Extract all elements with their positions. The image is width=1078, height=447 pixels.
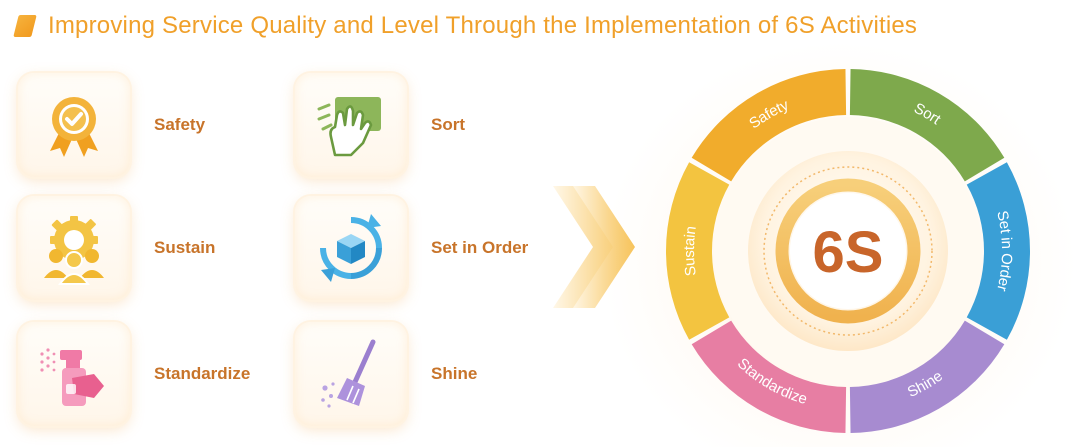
team-gear-icon [44,216,104,285]
wheel-label-set-in-order: Set in Order [993,209,1015,293]
award-medal-icon [50,97,98,157]
gold-ring [775,178,921,324]
label-sustain: Sustain [154,238,216,257]
wheel-segment-shine [849,320,1005,433]
cycle-cube-icon [320,214,382,282]
hand-wiping-icon [317,97,381,157]
card-set-in-order [295,196,407,300]
page-title: Improving Service Quality and Level Thro… [48,12,918,39]
title-bar: Improving Service Quality and Level Thro… [13,8,918,44]
wheel-segment-sustain [666,162,730,340]
label-sort: Sort [431,115,465,134]
label-shine: Shine [431,364,478,383]
center-label: 6S [813,220,884,285]
card-sustain [18,196,130,300]
item-safety: Safety [18,73,205,177]
item-standardize: Standardize [18,322,250,426]
label-standardize: Standardize [154,364,251,383]
label-safety: Safety [154,115,206,134]
card-sort [295,73,407,177]
title-marker [13,15,37,37]
wheel-segment-standardize [691,320,847,433]
card-shine [295,322,407,426]
card-standardize [18,322,130,426]
wheel-label-sustain: Sustain [681,225,700,277]
wheel-segment-set-in-order [966,162,1030,340]
label-set-in-order: Set in Order [431,238,529,257]
item-sort: Sort [295,73,465,177]
spray-hand-icon [40,348,104,406]
card-safety [18,73,130,177]
broom-icon [321,339,376,408]
item-sustain: Sustain [18,196,215,300]
wheel-segment-sort [849,69,1005,182]
item-shine: Shine [295,322,477,426]
item-set-in-order: Set in Order [295,196,528,300]
wheel-segment-safety [691,69,847,182]
dotted-ring [763,166,933,336]
